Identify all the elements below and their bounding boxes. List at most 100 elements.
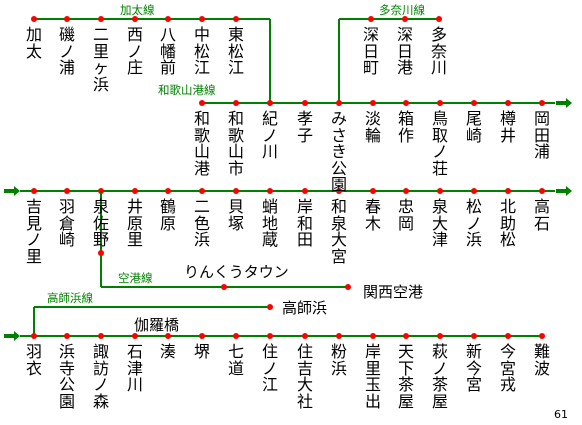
- station-dot: [267, 333, 273, 339]
- station-name: 石津川: [126, 342, 143, 394]
- station-name: 多奈川: [430, 25, 447, 77]
- station-dot: [199, 100, 205, 106]
- station-name: 紀ノ川: [261, 109, 278, 161]
- station-name: みさき公園: [330, 109, 347, 194]
- station-name: 難波: [533, 342, 550, 378]
- station-dot: [302, 333, 308, 339]
- station-dot: [199, 333, 205, 339]
- continuation-arrow-icon: [556, 186, 572, 196]
- station-name: 深日町: [362, 25, 379, 77]
- station-name: 八幡前: [159, 25, 176, 77]
- station-dot: [267, 100, 273, 106]
- station-dot: [437, 188, 443, 194]
- station-dot: [267, 304, 273, 310]
- station-name: 樽井: [499, 109, 516, 145]
- takashinohama-line-label: 高師浜線: [47, 291, 93, 305]
- station-name: 鳥取ノ荘: [431, 109, 448, 178]
- station-dot: [64, 333, 70, 339]
- station-dot: [31, 333, 37, 339]
- station-dot: [199, 16, 205, 22]
- station-takashinohama: 高師浜: [282, 299, 328, 317]
- station-dot: [267, 188, 273, 194]
- station-name: 西ノ庄: [126, 25, 143, 77]
- station-name: 箱作: [397, 109, 414, 145]
- station-dot: [471, 100, 477, 106]
- station-dot: [345, 284, 351, 290]
- station-name: 堺: [193, 342, 210, 361]
- tanagawa-line-label: 多奈川線: [379, 3, 425, 17]
- station-name: 天下茶屋: [397, 342, 414, 411]
- station-dot: [436, 16, 442, 22]
- station-name: 岸和田: [296, 197, 313, 249]
- station-kyarabashi: 伽羅橋: [134, 316, 180, 334]
- station-dot: [165, 16, 171, 22]
- station-name: 忠岡: [397, 197, 414, 233]
- continuation-arrow-icon: [556, 98, 572, 108]
- station-dot: [132, 16, 138, 22]
- station-dot: [539, 188, 545, 194]
- station-dot: [336, 188, 342, 194]
- station-name: 鶴原: [159, 197, 176, 233]
- station-dot: [98, 250, 104, 256]
- station-name: 今宮戎: [499, 342, 516, 394]
- station-name: 和泉大宮: [330, 197, 347, 266]
- station-dot: [368, 16, 374, 22]
- station-dot: [370, 188, 376, 194]
- station-dot: [132, 188, 138, 194]
- station-dot: [471, 188, 477, 194]
- kada-line-label: 加太線: [120, 3, 155, 17]
- station-name: 磯ノ浦: [58, 25, 75, 77]
- station-name: 和歌山港: [193, 109, 210, 178]
- page-number: 61: [554, 408, 568, 421]
- station-name: 湊: [159, 342, 176, 361]
- station-dot: [233, 333, 239, 339]
- station-dot: [98, 333, 104, 339]
- station-name: 高石: [533, 197, 550, 233]
- station-name: 羽倉崎: [58, 197, 75, 249]
- station-dot: [336, 333, 342, 339]
- station-dot: [370, 333, 376, 339]
- station-name: 深日港: [396, 25, 413, 77]
- station-name: 春木: [364, 197, 381, 233]
- station-kansai-airport: 関西空港: [363, 283, 424, 301]
- station-name: 蛸地蔵: [261, 197, 278, 249]
- station-name: 東松江: [227, 25, 244, 77]
- station-name: 羽衣: [25, 342, 42, 378]
- station-dot: [505, 100, 511, 106]
- station-rinku-town: りんくうタウン: [184, 263, 289, 281]
- airport-line-label: 空港線: [118, 271, 153, 285]
- station-name: 和歌山市: [227, 109, 244, 178]
- station-dot: [370, 100, 376, 106]
- station-name: 泉佐野: [92, 197, 109, 249]
- station-dot: [165, 188, 171, 194]
- station-name: 孝子: [296, 109, 313, 145]
- station-name: 浜寺公園: [58, 342, 75, 411]
- station-dot: [437, 333, 443, 339]
- station-name: 加太: [25, 25, 42, 61]
- station-name: 井原里: [126, 197, 143, 249]
- station-dot: [336, 100, 342, 106]
- station-dot: [302, 100, 308, 106]
- station-dot: [98, 16, 104, 22]
- station-name: 尾崎: [465, 109, 482, 145]
- station-dot: [402, 16, 408, 22]
- station-name: 岡田浦: [533, 109, 550, 161]
- continuation-arrow-icon: [4, 186, 20, 196]
- station-dot: [403, 100, 409, 106]
- station-dot: [132, 333, 138, 339]
- station-name: 二色浜: [193, 197, 210, 249]
- wakayamako-line-label: 和歌山港線: [158, 83, 216, 97]
- station-dot: [233, 100, 239, 106]
- station-name: 二里ヶ浜: [92, 25, 109, 94]
- station-dot: [221, 284, 227, 290]
- continuation-arrow-icon: [4, 331, 20, 341]
- station-name: 中松江: [193, 25, 210, 77]
- station-name: 岸里玉出: [364, 342, 381, 411]
- station-name: 泉大津: [431, 197, 448, 249]
- station-dot: [505, 188, 511, 194]
- station-dot: [165, 333, 171, 339]
- station-name: 吉見ノ里: [25, 197, 42, 266]
- station-name: 住吉大社: [296, 342, 313, 411]
